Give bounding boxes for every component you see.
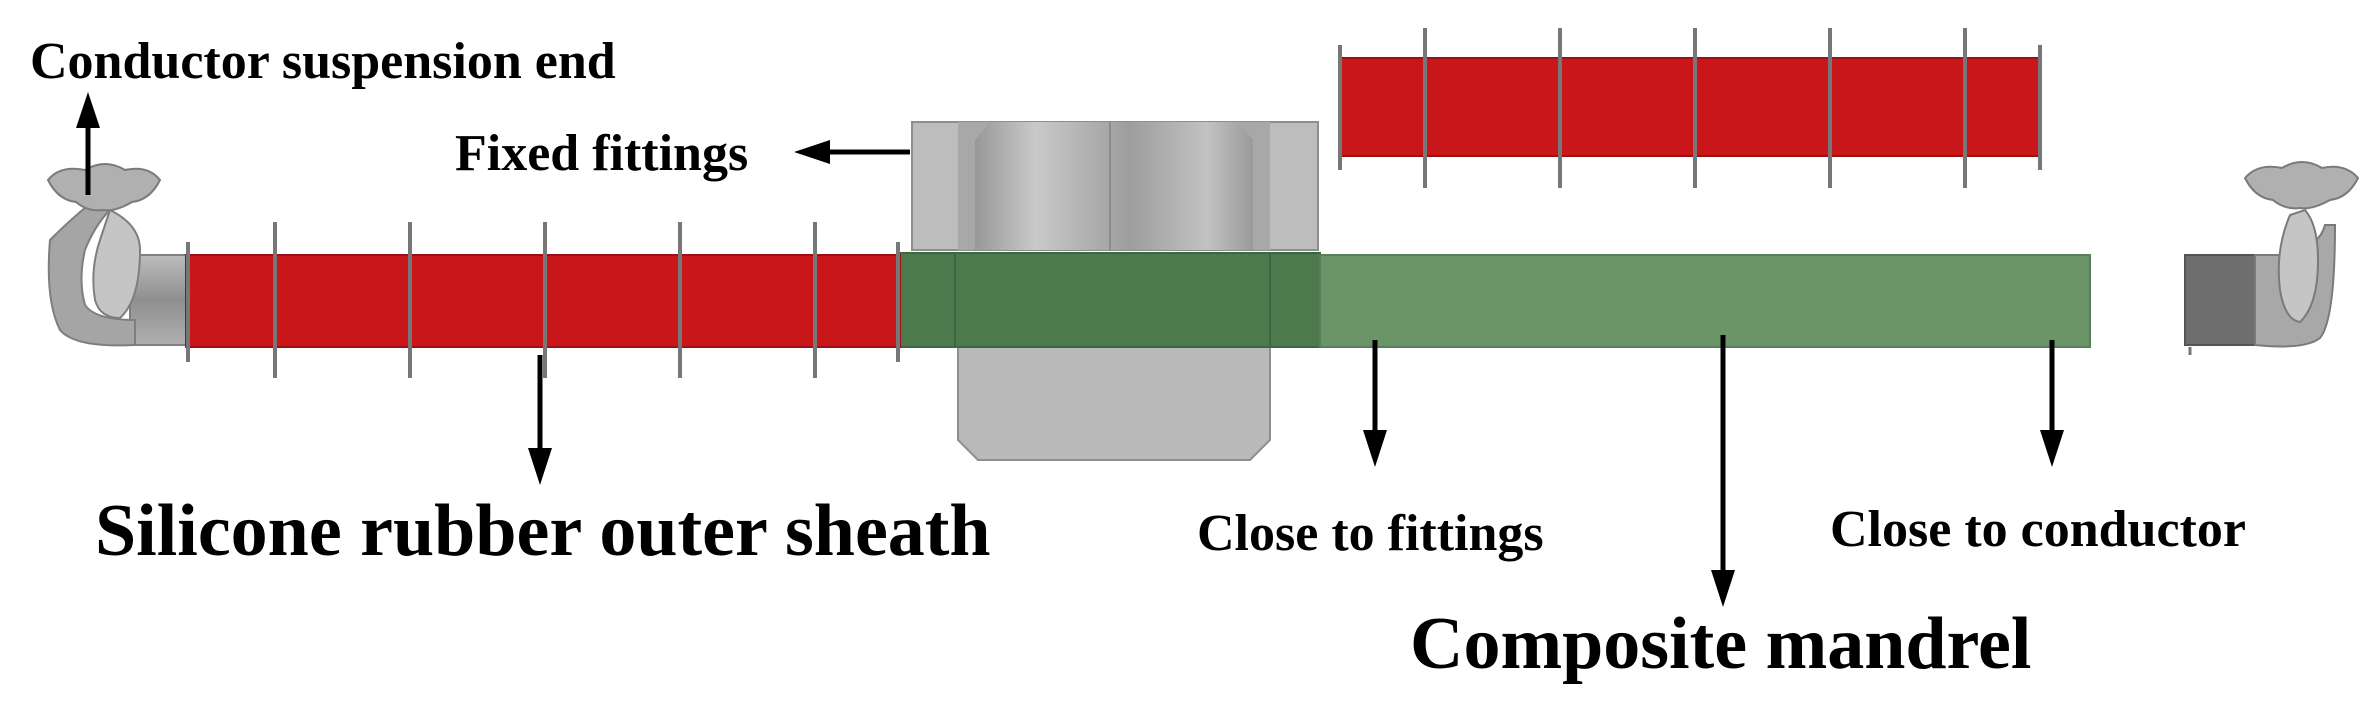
fitting-lower-body (957, 339, 1271, 461)
right-end-fitting (2184, 161, 2360, 355)
label-fixed-fittings: Fixed fittings (455, 125, 748, 182)
label-sheath: Silicone rubber outer sheath (95, 490, 991, 572)
left-end-fitting (46, 163, 191, 347)
right-clamp-head (2243, 161, 2360, 210)
label-close-fittings: Close to fittings (1197, 505, 1544, 562)
fitting-cylinder (958, 122, 1270, 250)
label-mandrel: Composite mandrel (1410, 603, 2031, 685)
upper-sheath (1338, 28, 2042, 188)
mandrel-in-fitting (899, 252, 1321, 348)
left-sheath-sheds (186, 222, 900, 378)
left-sheath (185, 222, 901, 378)
left-clamp-head (46, 163, 162, 212)
composite-mandrel (1319, 254, 2091, 348)
arrows (76, 92, 2064, 607)
upper-sheath-body (1339, 57, 2041, 157)
label-conductor-end: Conductor suspension end (30, 33, 616, 90)
label-close-conductor: Close to conductor (1830, 501, 2246, 558)
fitting-right-chamfer (1238, 122, 1270, 250)
fixed-fitting (911, 121, 1319, 461)
upper-sheath-sheds (1338, 28, 2042, 188)
fitting-left-chamfer (958, 122, 990, 250)
